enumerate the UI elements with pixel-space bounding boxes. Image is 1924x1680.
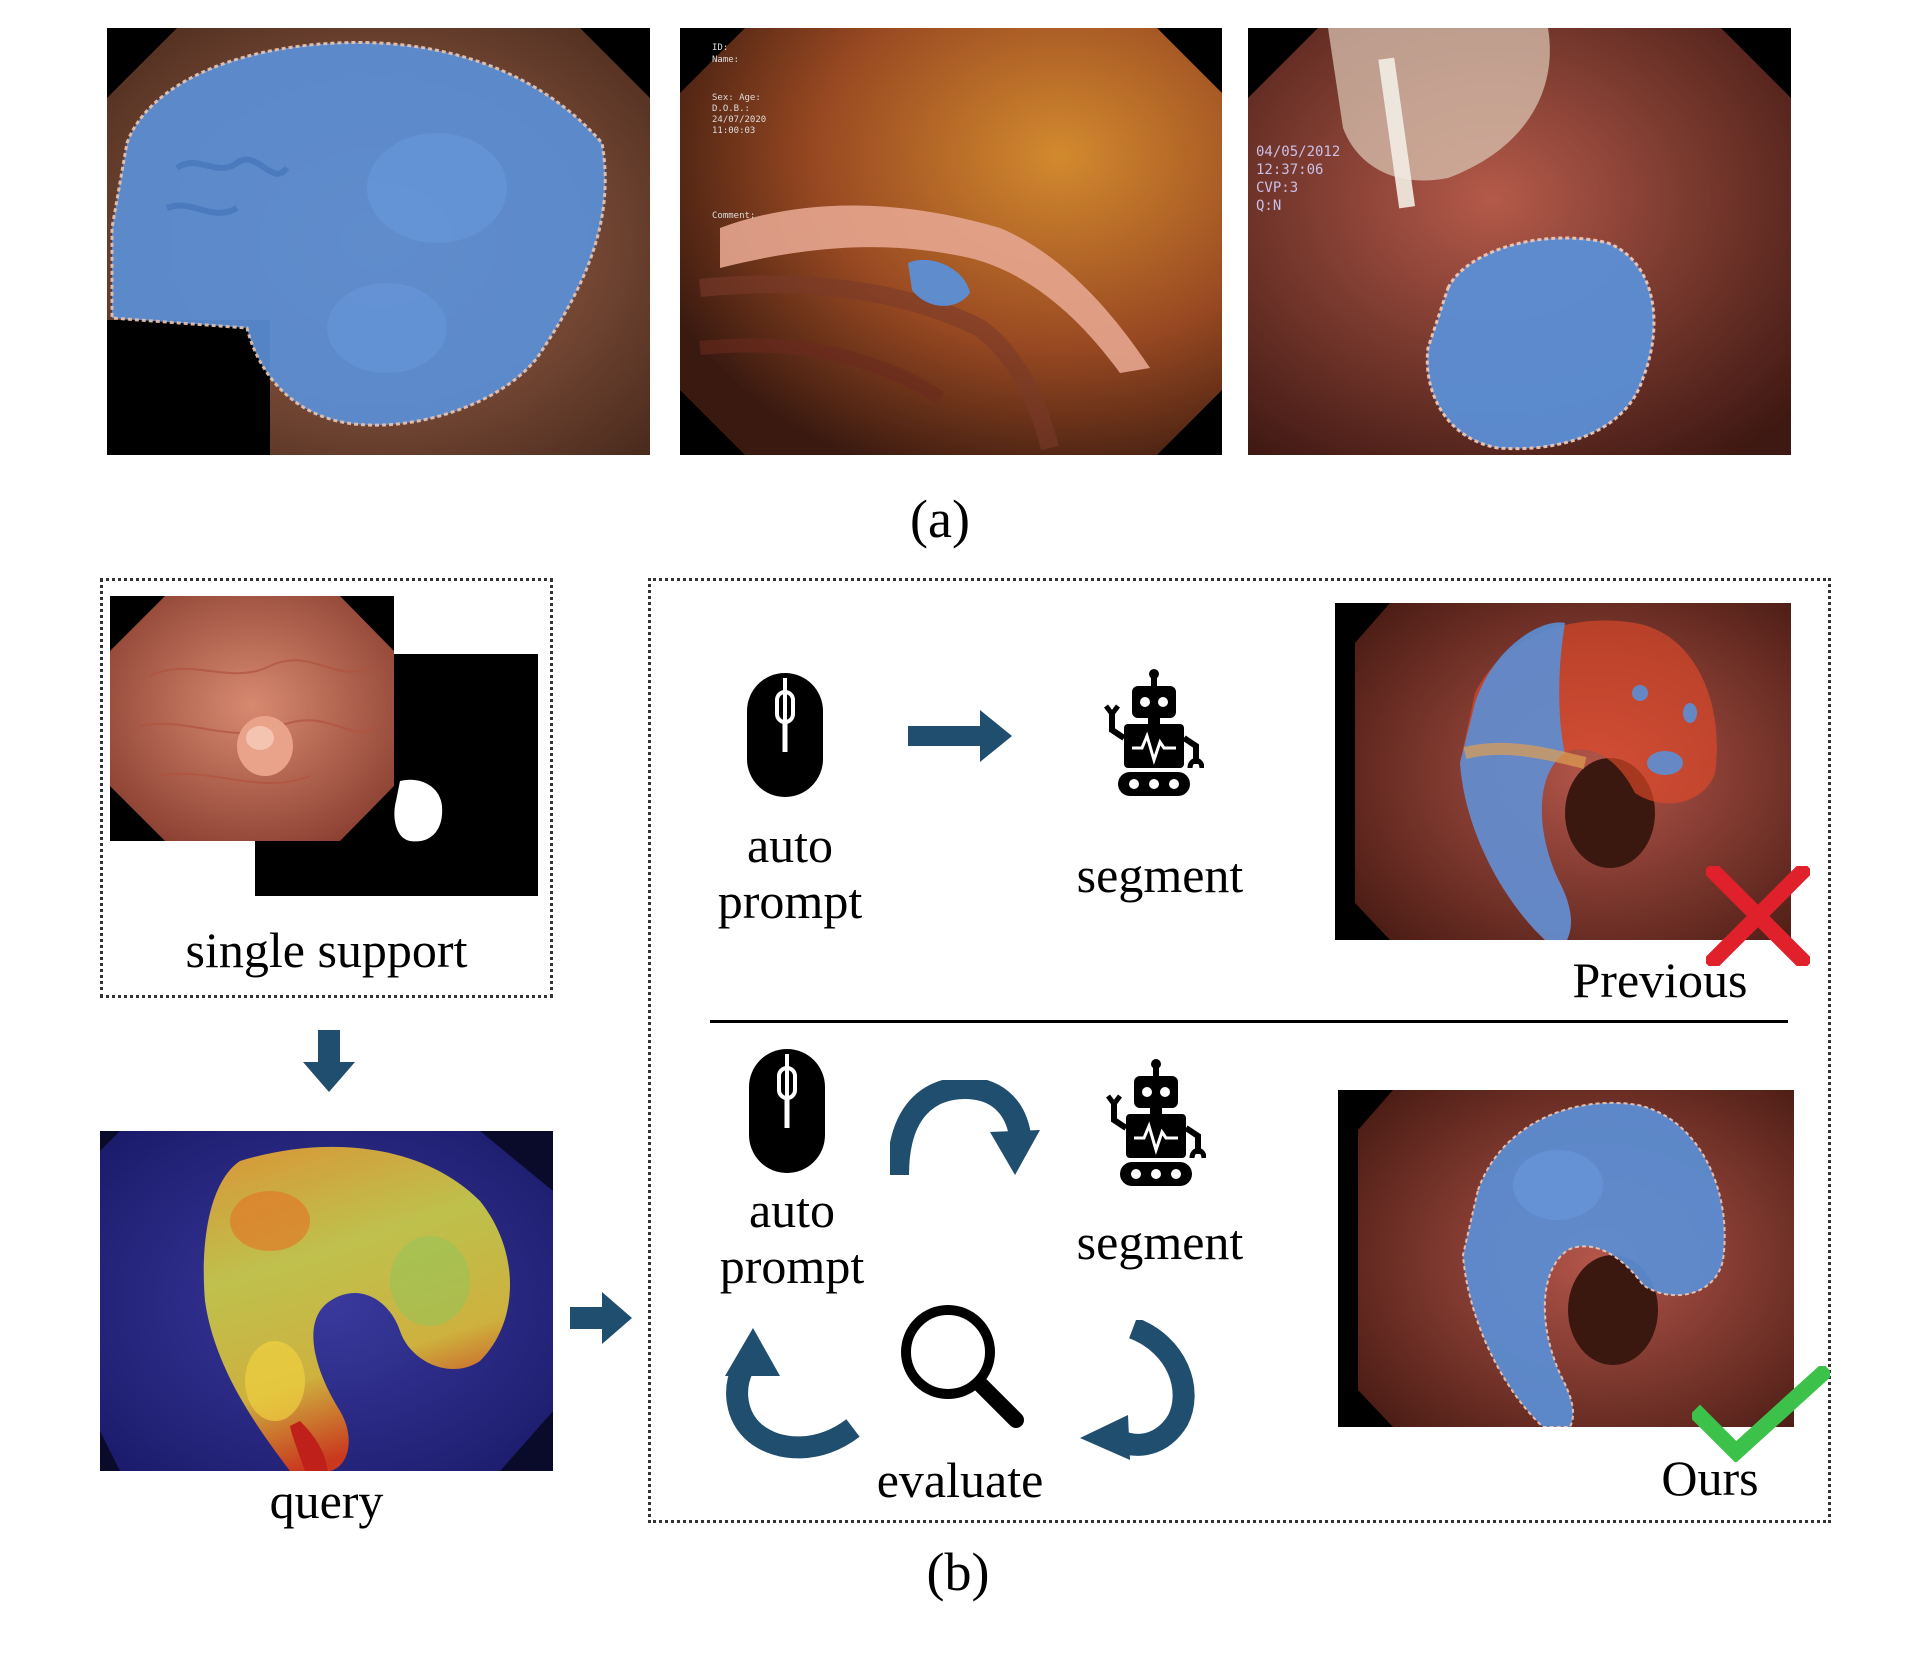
robot-icon: [1106, 1059, 1206, 1186]
prompt-label: prompt: [719, 1238, 865, 1294]
overlay-text: ID:: [712, 43, 728, 53]
check-icon: [1692, 1366, 1830, 1462]
support-image: [110, 596, 538, 896]
endoscopy-image-3: 04/05/2012 12:37:06 CVP:3 Q:N: [1248, 28, 1791, 455]
endoscopy-image-1: [107, 28, 650, 455]
overlay-text: Sex: Age:: [712, 93, 761, 103]
overlay-text: Q:N: [1256, 198, 1281, 214]
evaluate-label: evaluate: [876, 1452, 1044, 1508]
overlay-text: CVP:3: [1256, 180, 1298, 196]
overlay-text: 11:00:03: [712, 126, 755, 136]
previous-result-image: [1335, 603, 1791, 940]
panel-a: ID: Name: Sex: Age: D.O.B.: 24/07/2020 1…: [0, 0, 1924, 560]
magnifier-icon: [901, 1305, 1024, 1428]
curved-arrow-icon: [725, 1328, 860, 1459]
endoscopy-image-2: ID: Name: Sex: Age: D.O.B.: 24/07/2020 1…: [680, 28, 1222, 455]
mouse-icon: [749, 1049, 825, 1173]
support-label: single support: [185, 922, 468, 978]
segment-label-ours: segment: [1076, 1214, 1244, 1270]
query-label: query: [269, 1473, 384, 1529]
query-heatmap-image: [100, 1131, 553, 1471]
arrow-down-icon: [303, 1030, 355, 1092]
auto-prompt-label-previous: auto prompt: [690, 820, 890, 926]
overlay-text: Comment:: [712, 211, 755, 221]
auto-label: auto: [748, 1182, 836, 1238]
overlay-text: Name:: [712, 55, 739, 65]
support-box: [100, 578, 553, 998]
row-divider: [710, 1020, 1788, 1023]
auto-prompt-label-ours: auto prompt: [692, 1185, 892, 1291]
segment-label-previous: segment: [1076, 847, 1244, 903]
panel-b-caption: (b): [926, 1542, 990, 1602]
mask-blob: [394, 779, 443, 842]
cross-icon: [1706, 866, 1810, 966]
segmentation-mask: [1460, 622, 1571, 940]
method-comparison-box: [648, 578, 1831, 1523]
panel-a-caption: (a): [910, 489, 970, 549]
robot-icon: [1104, 669, 1204, 796]
ours-result-image: [1338, 1090, 1794, 1427]
segmentation-mask: [110, 40, 607, 427]
ours-label: Ours: [1661, 1450, 1759, 1506]
auto-label: auto: [746, 817, 834, 873]
mouse-icon: [747, 673, 823, 797]
prompt-label: prompt: [717, 873, 863, 929]
curved-arrow-icon: [1080, 1320, 1195, 1460]
overlay-text: 12:37:06: [1256, 162, 1323, 178]
segmentation-mask: [908, 259, 970, 306]
arrow-right-icon: [908, 710, 1012, 762]
segmentation-mask: [1425, 236, 1656, 451]
overlay-text: D.O.B.:: [712, 104, 750, 114]
overlay-text: 24/07/2020: [712, 115, 766, 125]
curved-arrow-icon: [890, 1080, 1040, 1176]
overlay-text: 04/05/2012: [1256, 144, 1340, 160]
previous-label: Previous: [1572, 952, 1748, 1008]
arrow-right-icon: [570, 1292, 632, 1344]
